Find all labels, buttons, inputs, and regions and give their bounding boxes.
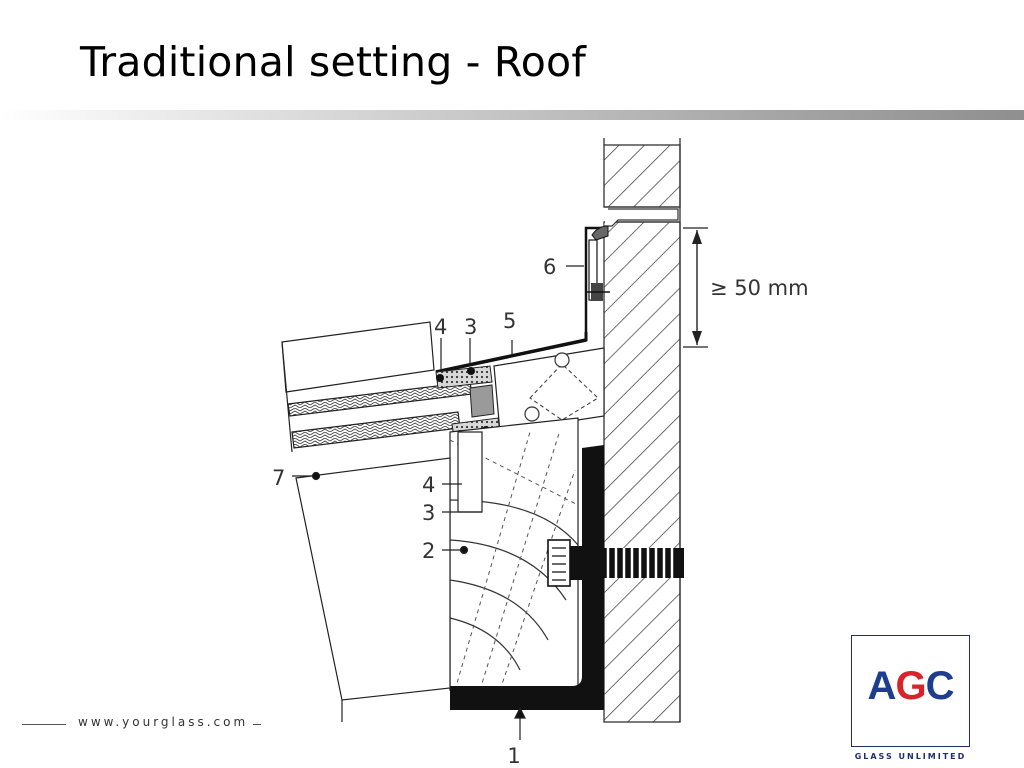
label-2: 2 (422, 539, 435, 563)
masonry-wall (603, 138, 681, 723)
lower-trim-board (295, 457, 451, 722)
logo-wordmark: AGC (867, 664, 955, 708)
steel-angle-support (450, 445, 684, 710)
leader-lines (292, 265, 584, 740)
label-3-upper: 3 (464, 315, 477, 339)
label-5: 5 (503, 309, 516, 333)
label-3-lower: 3 (422, 501, 435, 525)
dimension-label: ≥ 50 mm (710, 276, 809, 300)
title-divider-bar (0, 110, 1024, 120)
label-4-lower: 4 (422, 473, 435, 497)
label-1: 1 (507, 744, 520, 768)
label-6: 6 (543, 255, 556, 279)
footer-url: www.yourglass.com (78, 715, 249, 729)
label-7: 7 (272, 466, 285, 490)
flashing-cap (584, 225, 610, 335)
slide-title: Traditional setting - Roof (80, 38, 586, 86)
footer-rule-right (253, 724, 261, 725)
agc-logo: AGC (851, 635, 970, 747)
cover-profile (435, 332, 588, 374)
support-block (449, 417, 579, 691)
logo-tagline: GLASS UNLIMITED (854, 752, 967, 761)
footer-rule-left (22, 724, 66, 725)
label-4-upper: 4 (434, 315, 447, 339)
frame-profile (493, 347, 605, 433)
dimension-line (683, 227, 708, 348)
